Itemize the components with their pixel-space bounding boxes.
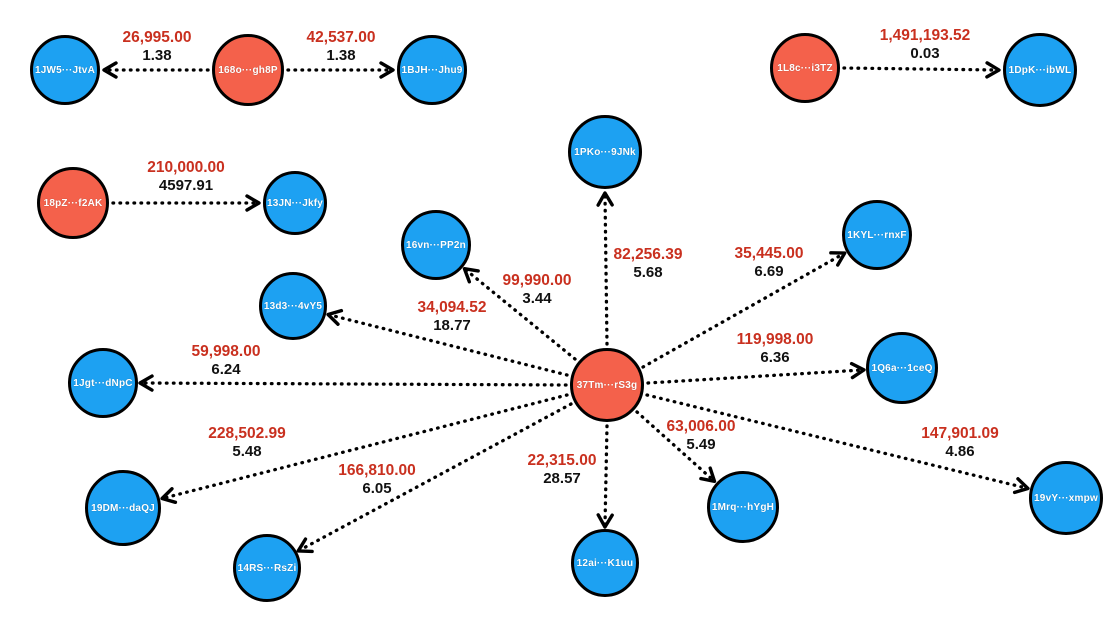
edge-amount: 59,998.00	[191, 343, 261, 360]
edge-amount: 99,990.00	[502, 272, 572, 289]
edge-value: 5.68	[633, 264, 663, 281]
edge-value: 5.48	[232, 443, 262, 460]
node-18pZ-f2AK[interactable]: 18pZ···f2AK	[37, 167, 109, 239]
edge-amount: 26,995.00	[122, 29, 192, 46]
edge-amount: 63,006.00	[666, 418, 736, 435]
edge-37Tm-rS3g-to-12ai-K1uu	[596, 424, 614, 529]
node-label: 19DM···daQJ	[91, 502, 155, 514]
node-label: 12ai···K1uu	[576, 557, 634, 569]
edge-amount: 119,998.00	[736, 331, 814, 348]
node-1PKo-9JNk[interactable]: 1PKo···9JNk	[568, 115, 642, 189]
edge-value: 6.05	[362, 480, 392, 497]
node-1Jgt-dNpC[interactable]: 1Jgt···dNpC	[68, 348, 138, 418]
edge-value: 4597.91	[158, 177, 214, 194]
node-1Mrq-hYgH[interactable]: 1Mrq···hYgH	[707, 471, 779, 543]
edge-amount: 35,445.00	[734, 245, 804, 262]
edge-value: 6.24	[211, 361, 241, 378]
node-14RS-RsZi[interactable]: 14RS···RsZi	[233, 534, 301, 602]
edge-37Tm-rS3g-to-1PKo-9JNk	[596, 191, 614, 346]
edge-value: 6.69	[754, 263, 784, 280]
edge-1L8c-i3TZ-to-1DpK-ibWL	[842, 61, 1001, 79]
edge-amount: 1,491,193.52	[879, 27, 971, 44]
node-19vY-xmpw[interactable]: 19vY···xmpw	[1029, 461, 1103, 535]
node-label: 1DpK···ibWL	[1008, 64, 1072, 76]
node-label: 1Mrq···hYgH	[711, 501, 775, 513]
node-13d3-4vY5[interactable]: 13d3···4vY5	[259, 272, 327, 340]
node-label: 18pZ···f2AK	[43, 197, 103, 209]
node-label: 1L8c···i3TZ	[777, 62, 833, 74]
edge-amount: 34,094.52	[417, 299, 487, 316]
node-12ai-K1uu[interactable]: 12ai···K1uu	[571, 529, 639, 597]
edge-37Tm-rS3g-to-19DM-daQJ	[160, 393, 569, 505]
edge-37Tm-rS3g-to-14RS-RsZi	[296, 402, 573, 554]
node-label: 1JW5···JtvA	[35, 64, 95, 76]
edge-amount: 166,810.00	[338, 462, 416, 479]
edge-value: 3.44	[522, 290, 552, 307]
node-label: 1PKo···9JNk	[574, 146, 636, 158]
node-label: 1BJH···Jhu9	[401, 64, 463, 76]
node-1L8c-i3TZ[interactable]: 1L8c···i3TZ	[770, 33, 840, 103]
edge-37Tm-rS3g-to-16vn-PP2n	[462, 267, 577, 361]
edge-amount: 42,537.00	[306, 29, 376, 46]
edge-value: 4.86	[945, 443, 975, 460]
node-168o-gh8P[interactable]: 168o···gh8P	[212, 34, 284, 106]
node-13JN-Jkfy[interactable]: 13JN···Jkfy	[263, 171, 327, 235]
edge-amount: 228,502.99	[208, 425, 286, 442]
node-label: 19vY···xmpw	[1034, 492, 1098, 504]
edge-37Tm-rS3g-to-13d3-4vY5	[326, 308, 569, 377]
node-1BJH-Jhu9[interactable]: 1BJH···Jhu9	[397, 35, 467, 105]
node-1DpK-ibWL[interactable]: 1DpK···ibWL	[1003, 33, 1077, 107]
node-1KYL-rnxF[interactable]: 1KYL···rnxF	[842, 200, 912, 270]
node-label: 1Q6a···1ceQ	[871, 362, 933, 374]
edge-value: 18.77	[433, 317, 471, 334]
edge-37Tm-rS3g-to-1Jgt-dNpC	[138, 374, 568, 392]
edge-value: 6.36	[760, 349, 790, 366]
node-1Q6a-1ceQ[interactable]: 1Q6a···1ceQ	[866, 332, 938, 404]
edge-amount: 82,256.39	[613, 246, 683, 263]
node-label: 1Jgt···dNpC	[73, 377, 133, 389]
edge-value: 0.03	[910, 45, 940, 62]
edge-value: 28.57	[543, 470, 581, 487]
edge-amount: 210,000.00	[147, 159, 225, 176]
node-label: 16vn···PP2n	[406, 239, 466, 251]
edge-amount: 147,901.09	[921, 425, 999, 442]
edge-37Tm-rS3g-to-1Q6a-1ceQ	[646, 361, 866, 385]
node-label: 168o···gh8P	[218, 64, 278, 76]
node-label: 13d3···4vY5	[263, 300, 323, 312]
node-19DM-daQJ[interactable]: 19DM···daQJ	[85, 470, 161, 546]
node-label: 37Tm···rS3g	[576, 379, 638, 391]
node-16vn-PP2n[interactable]: 16vn···PP2n	[401, 210, 471, 280]
edge-amount: 22,315.00	[527, 452, 597, 469]
node-label: 13JN···Jkfy	[266, 197, 324, 209]
edge-37Tm-rS3g-to-1Mrq-hYgH	[635, 410, 717, 484]
node-37Tm-rS3g[interactable]: 37Tm···rS3g	[570, 348, 644, 422]
edge-37Tm-rS3g-to-19vY-xmpw	[645, 393, 1030, 495]
edge-value: 5.49	[686, 436, 716, 453]
node-1JW5-JtvA[interactable]: 1JW5···JtvA	[30, 35, 100, 105]
edge-value: 1.38	[142, 47, 172, 64]
edge-value: 1.38	[326, 47, 356, 64]
node-label: 1KYL···rnxF	[847, 229, 907, 241]
node-label: 14RS···RsZi	[237, 562, 297, 574]
